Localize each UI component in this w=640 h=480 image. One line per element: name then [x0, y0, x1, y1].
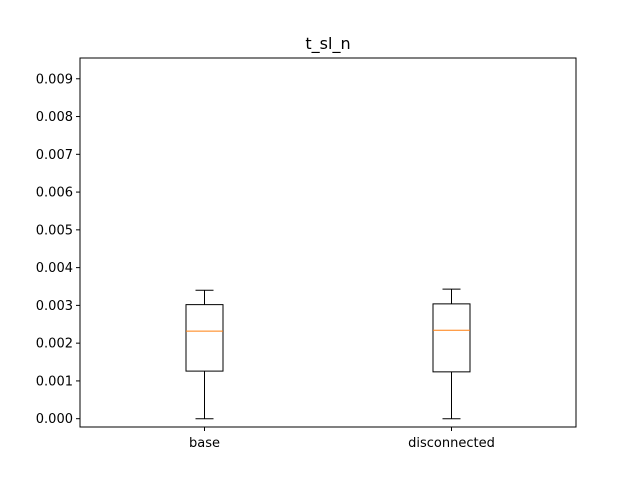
box-base [185, 289, 224, 420]
chart-title: t_sl_n [305, 34, 350, 54]
y-tick-label: 0.006 [36, 186, 73, 201]
y-tick-label: 0.007 [36, 148, 73, 163]
y-tick-label: 0.000 [36, 412, 73, 427]
y-tick-label: 0.008 [36, 110, 73, 125]
y-tick-label: 0.001 [36, 374, 73, 389]
y-tick-label: 0.004 [36, 261, 73, 276]
plot-frame [79, 57, 577, 428]
y-tick-label: 0.009 [36, 72, 73, 87]
y-axis: 0.000 0.001 0.002 0.003 0.004 0.005 0.006 0.007… [36, 72, 80, 427]
box-disconnected [432, 288, 471, 420]
y-tick-label: 0.002 [36, 337, 73, 352]
box-plots [185, 288, 471, 420]
x-tick-label: disconnected [408, 436, 495, 451]
x-tick-label: base [189, 436, 220, 451]
iqr-box [185, 304, 224, 372]
y-tick-label: 0.005 [36, 223, 73, 238]
x-axis: base disconnected [189, 427, 495, 451]
y-tick-label: 0.003 [36, 299, 73, 314]
iqr-box [432, 303, 471, 373]
